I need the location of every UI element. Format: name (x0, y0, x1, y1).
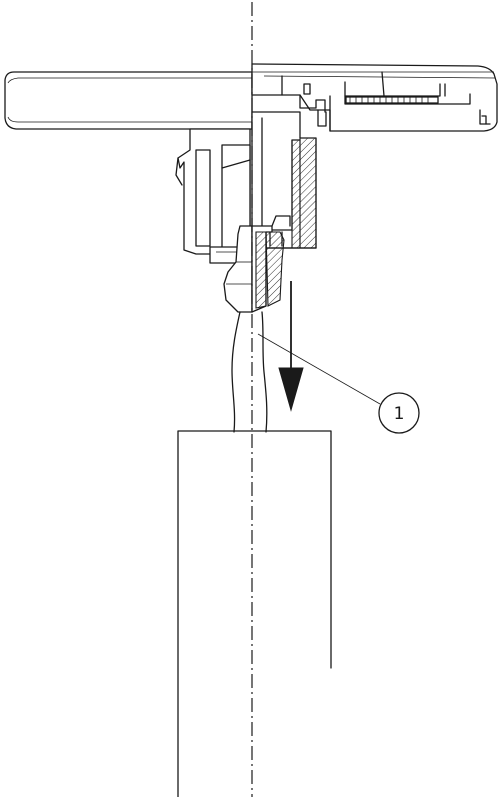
mounting-tube (177, 430, 332, 797)
mounting-base (175, 111, 317, 264)
cable (231, 311, 268, 433)
device-housing (4, 63, 498, 132)
callout-1: 1 (257, 333, 420, 434)
callout-circle (378, 392, 420, 434)
downward-arrow (278, 281, 304, 412)
cable-gland (223, 215, 291, 313)
callout-label: 1 (394, 404, 405, 424)
callout-leader-line (257, 333, 381, 405)
